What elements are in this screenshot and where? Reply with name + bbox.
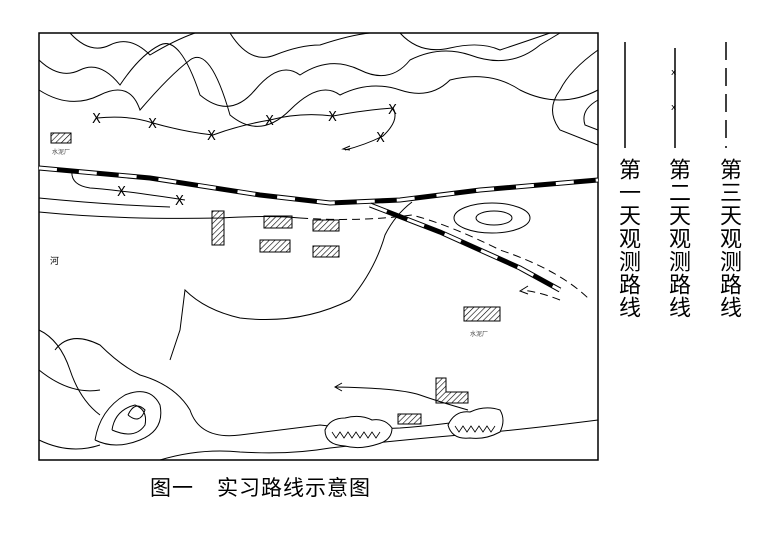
svg-text:X: X xyxy=(376,131,385,146)
legend-line-day2: x x xyxy=(671,48,677,148)
svg-text:X: X xyxy=(148,117,157,132)
hill-right xyxy=(453,202,531,234)
river-label: 河 xyxy=(50,255,59,267)
factory-label-left: 水泥厂 xyxy=(52,148,70,156)
svg-text:X: X xyxy=(92,112,101,127)
svg-text:X: X xyxy=(175,194,184,209)
roads xyxy=(38,197,413,392)
factory-label-right: 水泥厂 xyxy=(470,330,488,338)
svg-text:x: x xyxy=(671,68,677,78)
day2-arrow-top xyxy=(341,145,351,151)
railway xyxy=(38,165,599,293)
svg-text:X: X xyxy=(207,129,216,144)
scallop-marks xyxy=(331,425,496,439)
map-frame xyxy=(38,32,599,461)
legend-label-day3: 第三天观测路线 xyxy=(716,158,741,319)
svg-text:X: X xyxy=(328,110,337,125)
contours-top xyxy=(38,32,599,146)
day3-route xyxy=(299,214,591,301)
contours-bottom xyxy=(38,329,599,461)
legend-label-day1: 第一天观测路线 xyxy=(615,158,640,319)
svg-text:X: X xyxy=(265,114,274,129)
buildings xyxy=(50,132,501,425)
scalloped-areas xyxy=(324,407,504,449)
legend-label-day2: 第二天观测路线 xyxy=(665,158,690,319)
bottom-route xyxy=(334,386,469,411)
day2-markers-top: X X X X X X X xyxy=(92,103,397,146)
day2-route-middle xyxy=(71,169,186,201)
svg-text:x: x xyxy=(671,103,677,113)
figure-caption: 图一 实习路线示意图 xyxy=(150,476,372,500)
svg-text:X: X xyxy=(388,103,397,118)
day2-markers-middle: X X xyxy=(117,185,184,209)
svg-text:X: X xyxy=(117,185,126,200)
bottom-arrow xyxy=(333,382,343,392)
day2-route-top xyxy=(96,107,396,151)
day3-arrow xyxy=(518,285,529,295)
